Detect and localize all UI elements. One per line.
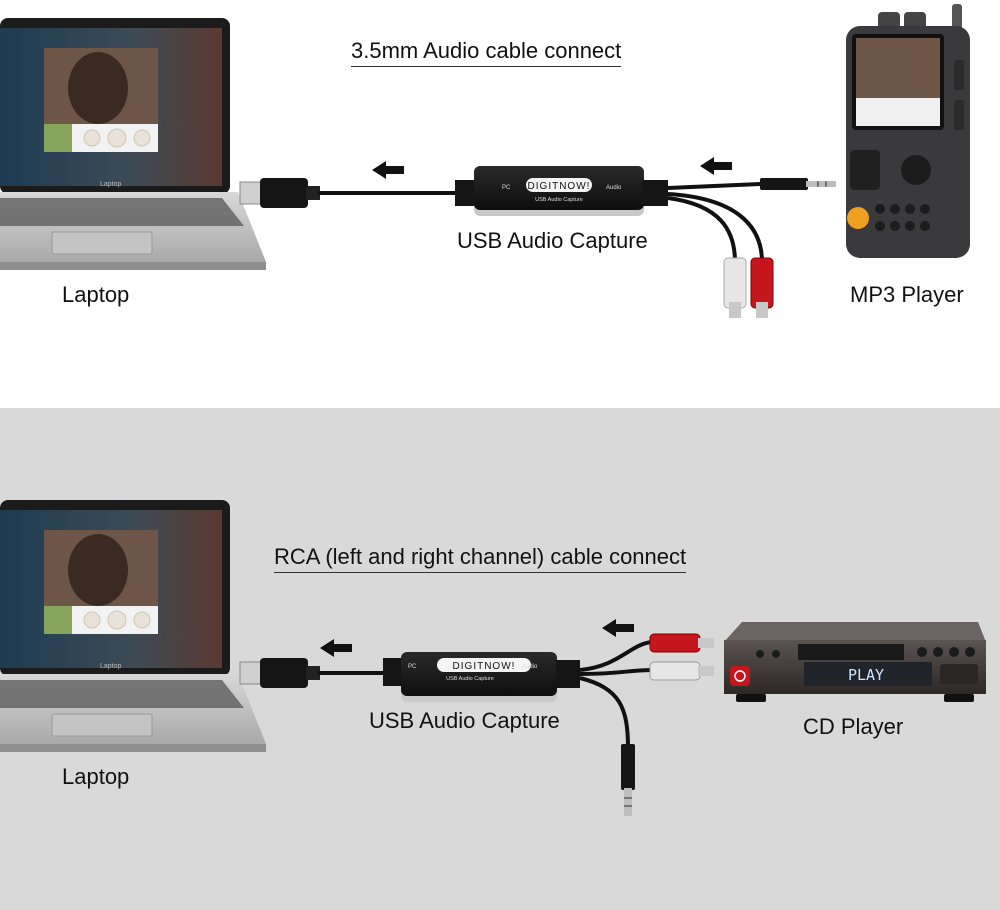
- keyboard: [0, 680, 244, 708]
- 3-5mm-jack: [621, 744, 635, 816]
- arrow-left-icon: [372, 161, 404, 179]
- connection-title: RCA (left and right channel) cable conne…: [274, 544, 687, 573]
- device-caption: USB Audio Capture: [535, 197, 583, 203]
- usb-audio-capture-device: DIGITNOW! PC Audio USB Audio Capture: [383, 652, 580, 702]
- disc-tray: [798, 644, 904, 660]
- laptop-illustration: Laptop: [0, 500, 266, 752]
- usb-plug: [239, 658, 320, 688]
- diagram-rca: Laptop DIGITNOW! PC Audio USB Audio Capt…: [0, 500, 986, 816]
- rca-plug-white: [649, 661, 714, 681]
- laptop-brand-text: Laptop: [100, 663, 122, 670]
- keyboard: [0, 198, 244, 226]
- pc-port-label: PC: [408, 664, 417, 670]
- diagram-3-5mm: Laptop DIGITNOW! PC Audio USB Audio Capt…: [0, 4, 970, 318]
- pc-port-label: PC: [502, 185, 511, 191]
- rca-plug-white: [723, 257, 747, 318]
- volume-knob: [901, 155, 931, 185]
- audio-cable: [667, 182, 761, 190]
- audio-port-label: Audio: [522, 664, 538, 670]
- 3-5mm-jack: [760, 178, 836, 190]
- rca-plug-red: [750, 257, 774, 318]
- device-caption: USB Audio Capture: [446, 676, 494, 682]
- rca-cable-red: [667, 192, 764, 263]
- rca-cable-white: [667, 196, 737, 263]
- rca-cable-white: [579, 668, 653, 676]
- brand-label: DIGITNOW!: [528, 181, 591, 192]
- laptop-brand-text: Laptop: [100, 181, 122, 188]
- brand-label: DIGITNOW!: [453, 661, 516, 672]
- arrow-left-icon: [602, 619, 634, 637]
- arrow-left-icon: [700, 157, 732, 175]
- capture-label: USB Audio Capture: [369, 708, 560, 733]
- connection-title: 3.5mm Audio cable connect: [351, 38, 622, 67]
- laptop-label: Laptop: [62, 764, 130, 789]
- panel-3-5mm-connection: Laptop DIGITNOW! PC Audio USB Audio Capt…: [0, 0, 1000, 408]
- laptop-label: Laptop: [62, 282, 130, 307]
- audio-port-label: Audio: [606, 185, 622, 191]
- device-label: CD Player: [803, 714, 904, 739]
- device-label: MP3 Player: [850, 282, 964, 307]
- rca-plug-red: [649, 633, 714, 653]
- usb-audio-capture-device: DIGITNOW! PC Audio USB Audio Capture: [455, 166, 668, 216]
- mp3-player-illustration: [846, 4, 970, 258]
- orange-button: [847, 207, 869, 229]
- rca-cable-red: [579, 640, 653, 672]
- trackpad: [51, 713, 153, 737]
- capture-label: USB Audio Capture: [457, 228, 648, 253]
- cd-player-illustration: PLAY: [724, 622, 986, 702]
- cd-display: [804, 662, 932, 686]
- laptop-illustration: Laptop: [0, 18, 266, 270]
- audio-cable: [579, 676, 630, 749]
- arrow-left-icon: [320, 639, 352, 657]
- panel-rca-connection: Laptop DIGITNOW! PC Audio USB Audio Capt…: [0, 408, 1000, 910]
- usb-plug: [239, 178, 320, 208]
- trackpad: [51, 231, 153, 255]
- display-text: PLAY: [848, 666, 884, 684]
- power-button: [730, 666, 750, 686]
